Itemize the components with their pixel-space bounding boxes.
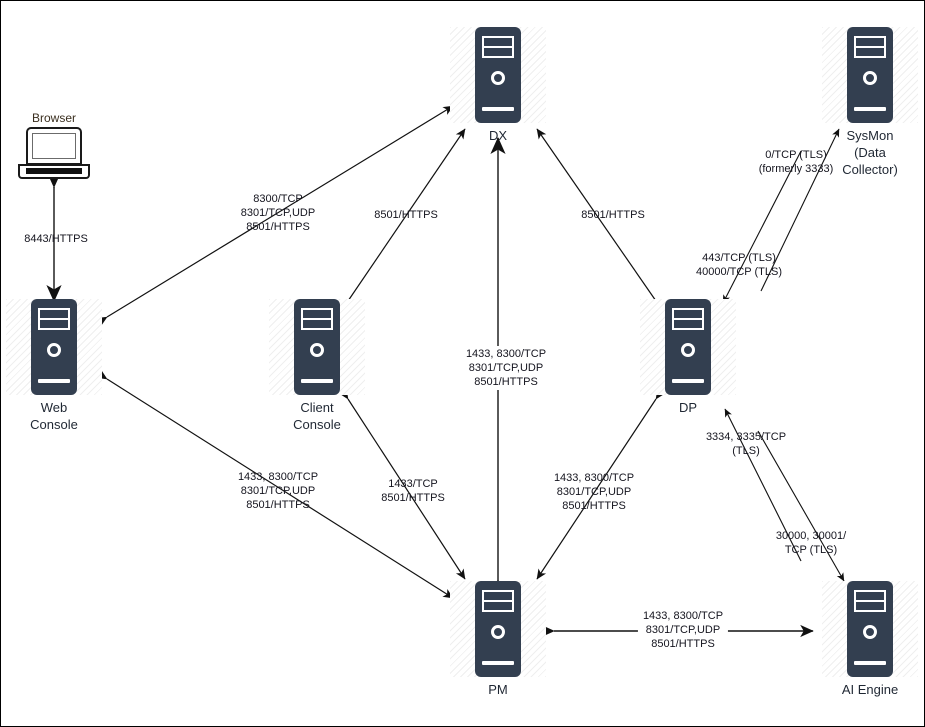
laptop-lid <box>26 127 82 165</box>
edge-label-dp-aiengine: 30000, 30001/ TCP (TLS) <box>775 530 847 556</box>
server-icon <box>820 581 920 677</box>
server-bay-divider <box>856 600 884 602</box>
server-icon <box>267 299 367 395</box>
server-icon <box>4 299 104 395</box>
node-client-console-label: Client Console <box>293 400 341 432</box>
server-base-bar <box>38 379 70 383</box>
node-browser[interactable]: Browser <box>18 111 90 179</box>
server-base-bar <box>482 661 514 665</box>
server-tower <box>294 299 340 395</box>
edge-label-dp-pm: 1433, 8300/TCP 8301/TCP,UDP 8501/HTTPS <box>553 472 635 512</box>
edge-label-webconsole-pm: 1433, 8300/TCP 8301/TCP,UDP 8501/HTTPS <box>237 471 319 511</box>
node-web-console-label: Web Console <box>30 400 78 432</box>
node-sysmon[interactable]: SysMon (Data Collector) <box>820 27 920 178</box>
node-sysmon-label: SysMon (Data Collector) <box>842 128 898 177</box>
server-drive-bay <box>482 590 514 612</box>
server-tower <box>31 299 77 395</box>
node-pm-label: PM <box>488 682 508 697</box>
server-drive-bay <box>854 36 886 58</box>
server-icon <box>820 27 920 123</box>
node-ai-engine-label: AI Engine <box>841 682 899 697</box>
server-drive-bay <box>38 308 70 330</box>
server-tower <box>847 581 893 677</box>
server-base-bar <box>854 661 886 665</box>
server-bay-divider <box>484 46 512 48</box>
server-tower <box>475 581 521 677</box>
node-pm[interactable]: PM <box>448 581 548 698</box>
server-bay-divider <box>674 318 702 320</box>
edge-label-sysmon-dp: 443/TCP (TLS) 40000/TCP (TLS) <box>695 252 783 278</box>
node-browser-label: Browser <box>31 111 76 125</box>
edge-label-dp-dx: 8501/HTTPS <box>581 209 645 221</box>
edge-label-aiengine-dp: 3334, 3335/TCP (TLS) <box>705 431 787 457</box>
server-power-button <box>863 71 877 85</box>
server-drive-bay <box>482 36 514 58</box>
server-drive-bay <box>672 308 704 330</box>
edge-label-dx-pm: 1433, 8300/TCP 8301/TCP,UDP 8501/HTTPS <box>461 346 551 390</box>
node-web-console[interactable]: Web Console <box>4 299 104 433</box>
edge-label-pm-aiengine: 1433, 8300/TCP 8301/TCP,UDP 8501/HTTPS <box>637 608 729 652</box>
server-base-bar <box>482 107 514 111</box>
server-bay-divider <box>484 600 512 602</box>
server-power-button <box>47 343 61 357</box>
server-tower <box>847 27 893 123</box>
node-dp[interactable]: DP <box>638 299 738 416</box>
server-icon <box>448 581 548 677</box>
server-base-bar <box>854 107 886 111</box>
laptop-screen <box>32 133 76 159</box>
edge-label-clientconsole-dx: 8501/HTTPS <box>374 209 438 221</box>
server-drive-bay <box>854 590 886 612</box>
node-dx-label: DX <box>488 128 508 143</box>
node-client-console[interactable]: Client Console <box>267 299 367 433</box>
server-base-bar <box>301 379 333 383</box>
laptop-keyboard <box>26 168 82 174</box>
server-power-button <box>681 343 695 357</box>
server-bay-divider <box>856 46 884 48</box>
server-power-button <box>863 625 877 639</box>
server-power-button <box>491 71 505 85</box>
server-power-button <box>491 625 505 639</box>
node-ai-engine[interactable]: AI Engine <box>820 581 920 698</box>
laptop-icon <box>18 127 90 179</box>
server-bay-divider <box>40 318 68 320</box>
server-base-bar <box>672 379 704 383</box>
node-dp-label: DP <box>678 400 698 415</box>
edge-label-browser-webconsole: 8443/HTTPS <box>24 233 88 245</box>
node-dx[interactable]: DX <box>448 27 548 144</box>
server-tower <box>475 27 521 123</box>
edge-label-webconsole-dx: 8300/TCP 8301/TCP,UDP 8501/HTTPS <box>240 193 316 233</box>
server-power-button <box>310 343 324 357</box>
server-icon <box>448 27 548 123</box>
edge-label-clientconsole-pm: 1433/TCP 8501/HTTPS <box>381 478 445 504</box>
edge-label-dp-sysmon: 0/TCP (TLS) (formerly 3333) <box>758 149 834 175</box>
server-icon <box>638 299 738 395</box>
server-tower <box>665 299 711 395</box>
server-drive-bay <box>301 308 333 330</box>
server-bay-divider <box>303 318 331 320</box>
